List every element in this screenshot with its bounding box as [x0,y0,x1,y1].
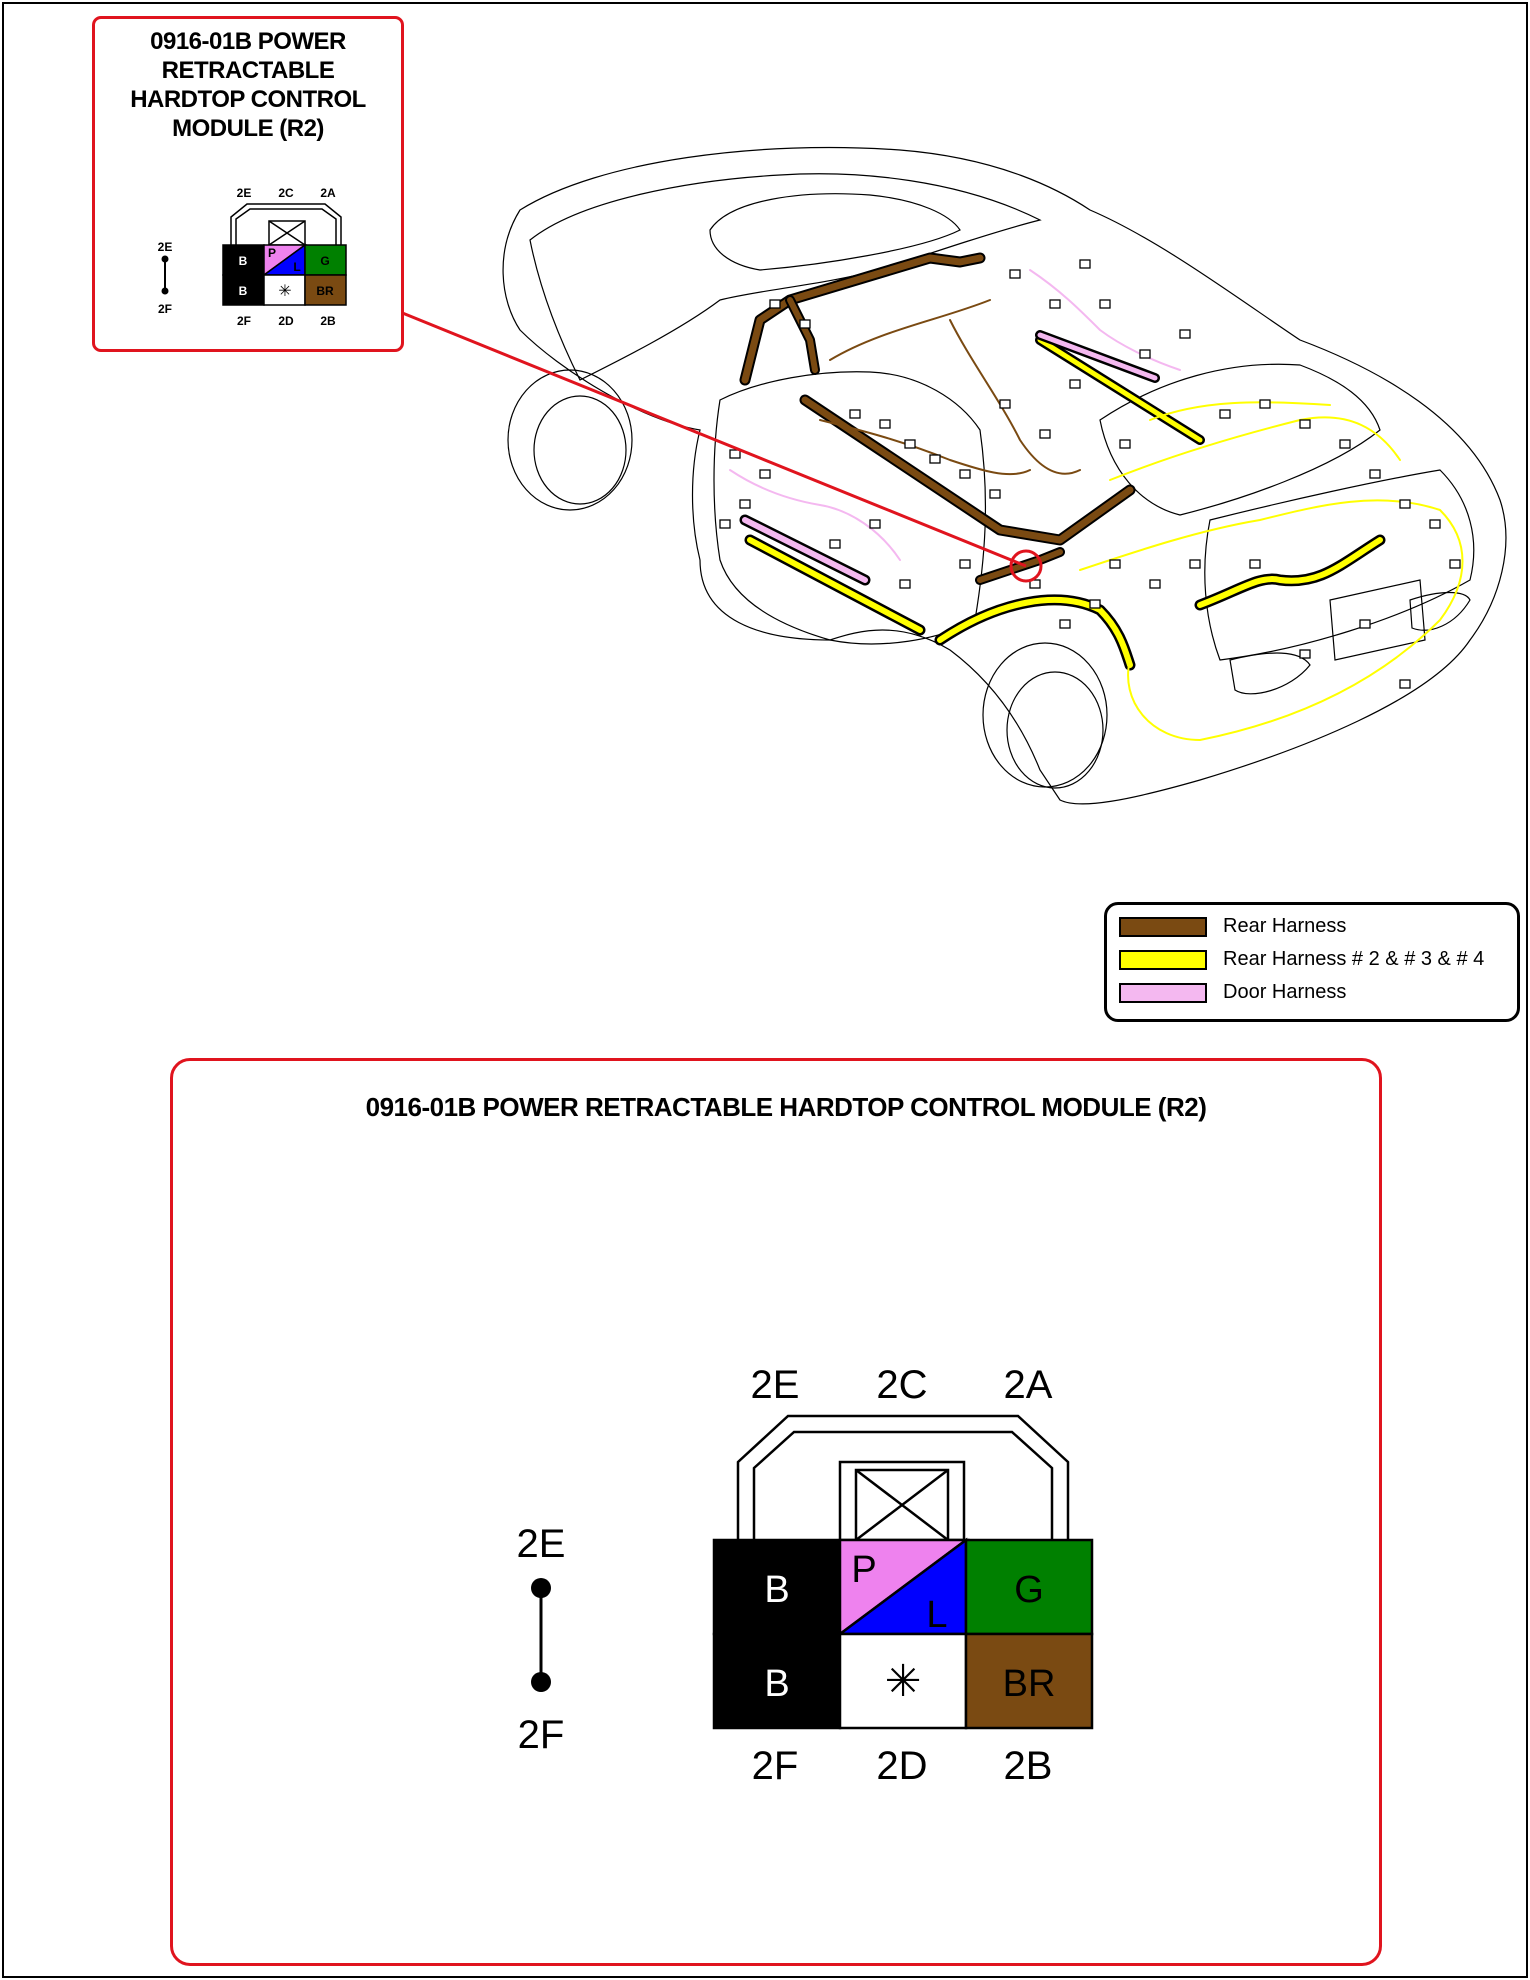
callout-unused-pin-mark: ✳ [278,283,291,300]
callout-connector-face: 2E 2C 2A 2F 2D 2B 2E 2F [158,186,347,328]
connector-pin-grid [712,1537,1094,1730]
front-wheel [533,395,627,505]
pin-2b-color: BR [1003,1663,1056,1705]
jumper-label-top: 2E [517,1522,566,1566]
tail-light-left [1229,652,1311,695]
callout-pin-label: 2A [320,186,336,200]
door-harness-routing [729,269,1181,586]
pin-2c-color-upper: P [851,1549,876,1591]
pin-label-2b: 2B [1004,1744,1053,1788]
callout-pin-color: L [293,260,300,274]
connector-callout-box: 0916-01B POWER RETRACTABLE HARDTOP CONTR… [92,16,404,352]
windshield-outline [529,173,1042,381]
callout-pin-label: 2D [278,314,294,328]
legend-swatch [1119,983,1207,1003]
callout-pin-label: 2B [320,314,336,328]
legend-label: Door Harness [1223,981,1347,1003]
pin-label-2d: 2D [876,1744,927,1788]
callout-pin-color: B [239,284,248,298]
connector-latch [736,1414,1070,1542]
harness-legend: Rear Harness Rear Harness # 2 & # 3 & # … [1104,902,1520,1022]
callout-pin-color: P [268,246,276,260]
callout-pin-label: 2F [237,314,251,328]
rear-deck-outline [1099,363,1381,516]
callout-pin-color: B [239,254,248,268]
callout-title: 0916-01B POWER RETRACTABLE HARDTOP CONTR… [95,27,401,143]
connector-detail-box [170,1058,1382,1966]
callout-pin-color: BR [316,284,334,298]
trunk-lid [1204,469,1475,661]
pin-label-2c: 2C [876,1363,927,1407]
jumper-wire [531,1578,551,1692]
pin-2f-color: B [764,1663,789,1705]
legend-swatch [1119,950,1207,970]
callout-jumper-label: 2F [158,302,172,316]
pin-label-2f: 2F [752,1744,799,1788]
callout-connector-grid [222,243,347,306]
rear-harness-routing [739,252,1136,585]
pin-label-2a: 2A [1004,1363,1053,1407]
callout-pin-label: 2E [237,186,252,200]
callout-leader-line [399,310,1027,568]
callout-pin-color: G [320,254,329,268]
rear-wheel-arch [982,642,1108,788]
hood-panel [709,193,961,271]
rear-wheel [1006,671,1104,789]
pin-2a-color: G [1014,1569,1044,1611]
car-body-outline [502,146,1507,805]
unused-pin-mark: ✳ [885,1657,922,1706]
jumper-label-bottom: 2F [518,1713,565,1757]
tail-light-right [1409,591,1471,631]
callout-target-circle [1009,549,1043,583]
callout-title-line: RETRACTABLE [161,57,335,84]
callout-pin-label: 2C [278,186,294,200]
pin-2e-color: B [764,1569,789,1611]
front-wheel-arch [507,369,633,511]
rear-harness-234-routing [744,335,1464,741]
vehicle-harness-illustration [399,146,1507,805]
callout-title-line: 0916-01B POWER [150,28,346,55]
callout-jumper-label: 2E [158,240,173,254]
callout-connector-latch [230,203,342,246]
callout-title-line: HARDTOP CONTROL [130,86,366,113]
callout-jumper [161,255,169,295]
legend-label: Rear Harness # 2 & # 3 & # 4 [1223,948,1485,970]
legend-swatch [1119,917,1207,937]
harness-connectors [719,259,1461,689]
connector-detail-face: 2E 2C 2A 2F 2D 2B 2E 2F [517,1363,1094,1788]
legend-label: Rear Harness [1223,915,1347,937]
pin-2c-color-lower: L [926,1594,947,1636]
license-plate [1329,579,1426,661]
pin-label-2e: 2E [751,1363,800,1407]
connector-detail-title: 0916-01B POWER RETRACTABLE HARDTOP CONTR… [365,1092,1207,1122]
callout-title-line: MODULE (R2) [172,115,324,142]
